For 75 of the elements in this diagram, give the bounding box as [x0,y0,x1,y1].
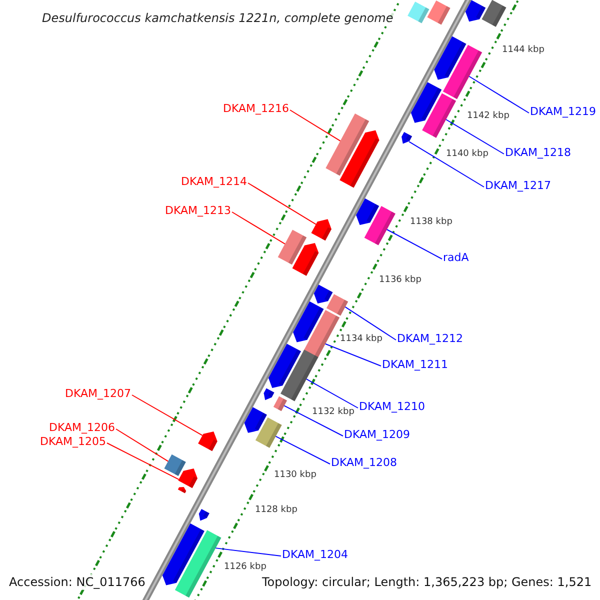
leader-line [106,442,180,480]
gene-block [268,344,301,388]
leader-line [275,436,330,464]
gene-label: DKAM_1219 [530,105,596,119]
gene-block [198,508,210,521]
gene-block [465,0,486,22]
leader-line [132,394,203,436]
footer-text: Topology: circular; Length: 1,365,223 bp; Genes: 1,521 [262,574,592,590]
leader-line [408,141,484,188]
leader-line [386,229,442,260]
gene-block [314,284,333,304]
tick-label: 1134 kbp [340,334,382,344]
leader-line [344,306,396,340]
gene-block [178,468,198,488]
gene-block [280,350,318,402]
tick-label: 1130 kbp [274,470,316,480]
gene-block [427,0,450,25]
gene-block [326,294,348,316]
gene-label: DKAM_1213 [165,204,231,218]
gene-block [434,36,466,80]
gene-block [255,417,282,448]
gene-block [311,219,332,241]
gene-block [408,2,430,24]
gene-block [244,407,267,433]
tick-label: 1132 kbp [312,407,354,417]
leader-line [248,182,316,225]
gene-block [278,230,307,265]
gene-block [293,301,324,342]
leader-line [306,378,358,408]
gene-label: DKAM_1209 [344,428,410,442]
leader-line [215,548,282,556]
tick-label: 1126 kbp [224,562,266,572]
gene-block [303,310,340,359]
gene-label: DKAM_1214 [181,175,247,189]
gene-block [264,388,274,400]
gene-block [422,93,456,138]
gene-label: radA [443,251,469,265]
tick-label: 1128 kbp [255,505,298,515]
gene-label: DKAM_1211 [382,358,448,372]
gene-label: DKAM_1210 [359,400,425,414]
gene-block [174,530,222,598]
gene-block [326,114,370,176]
gene-label: DKAM_1205 [40,435,106,449]
gene-block [442,44,482,100]
leader-line [445,119,504,154]
gene-block [340,130,380,188]
gene-block [273,396,288,412]
title: Desulfurococcus kamchatkensis 1221n, complete genome [40,11,396,25]
gene-block [356,198,380,226]
gene-label: DKAM_1206 [49,421,115,435]
leader-line [284,405,344,436]
tick-label: 1144 kbp [502,45,544,55]
tick-label: 1142 kbp [467,111,510,121]
gene-label: DKAM_1212 [397,332,463,346]
footer-text: Accession: NC_011766 [9,574,146,590]
gene-label: DKAM_1218 [505,146,571,160]
gene-block [364,206,396,246]
gene-block [162,523,204,586]
gene-block [178,486,186,494]
gene-block [482,0,506,27]
gene-block [198,431,218,452]
tick-label: 1138 kbp [410,217,452,227]
gene-label: DKAM_1207 [65,387,131,401]
gene-label: DKAM_1204 [282,548,348,562]
gene-block [410,82,442,123]
gene-label: DKAM_1217 [485,179,551,193]
tick-label: 1140 kbp [446,149,488,159]
gene-label: DKAM_1208 [331,456,397,470]
gene-block [164,454,186,476]
leader-line [116,428,169,462]
tick-label: 1136 kbp [379,275,422,285]
leader-line [232,212,286,244]
gene-block [292,242,319,276]
gene-block [402,132,412,144]
gene-label: DKAM_1216 [223,102,289,116]
